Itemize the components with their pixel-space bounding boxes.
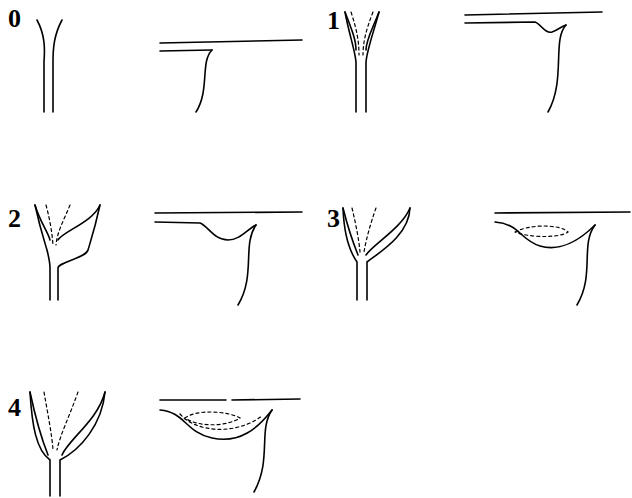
stage-2-figures	[35, 205, 302, 305]
stage-number: 3	[327, 206, 340, 232]
stage-0-figures	[37, 20, 302, 112]
stage-number: 2	[8, 206, 21, 232]
stage-number: 0	[8, 6, 21, 32]
stage-4-figures	[30, 392, 300, 496]
stage-3-figures	[343, 208, 630, 305]
stage-1-figures	[345, 12, 602, 112]
stage-number: 4	[8, 395, 21, 421]
stage-number: 1	[327, 8, 340, 34]
